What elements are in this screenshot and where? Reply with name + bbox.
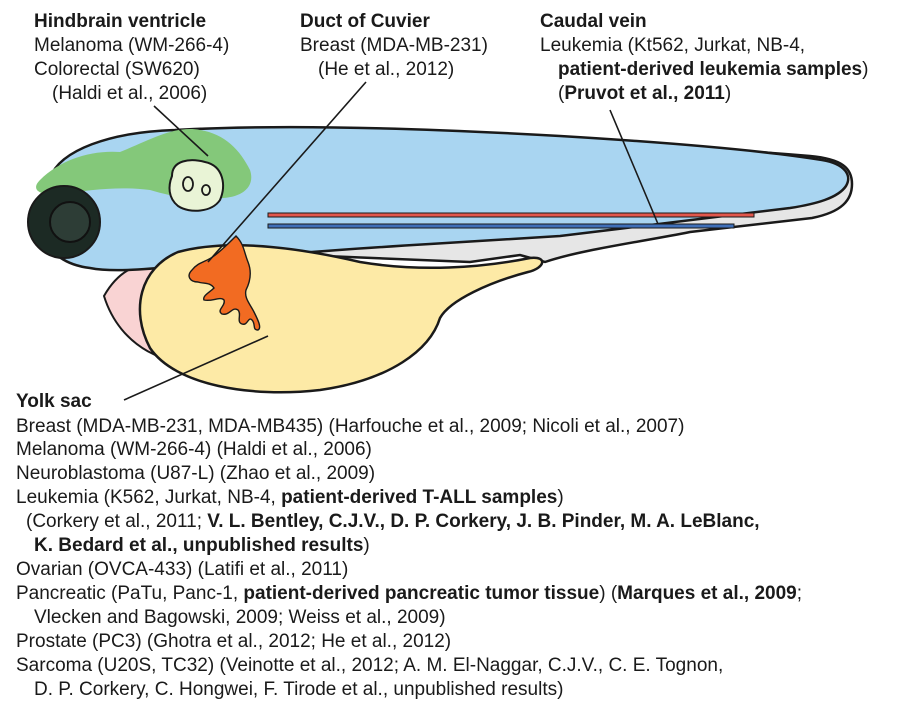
caudal-line-3: (Pruvot et al., 2011) xyxy=(558,82,731,105)
yolk-line-breast: Breast (MDA-MB-231, MDA-MB435) (Harfouch… xyxy=(16,415,684,438)
cuvier-title: Duct of Cuvier xyxy=(300,10,430,33)
yolk-line-leukemia-refs: (Corkery et al., 2011; V. L. Bentley, C.… xyxy=(26,510,760,533)
yolk-line-pancreatic-c: ) ( xyxy=(599,583,617,604)
caudal-vein xyxy=(268,224,734,228)
yolk-line-sarcoma-refs: D. P. Corkery, C. Hongwei, F. Tirode et … xyxy=(34,678,563,701)
yolk-line-leukemia-refs-2-end: ) xyxy=(363,535,369,556)
caudal-line-2-end: ) xyxy=(862,59,868,80)
yolk-line-ovarian: Ovarian (OVCA-433) (Latifi et al., 2011) xyxy=(16,558,348,581)
otic-vesicle xyxy=(170,160,224,211)
yolk-line-neuroblastoma: Neuroblastoma (U87-L) (Zhao et al., 2009… xyxy=(16,462,375,485)
hindbrain-title: Hindbrain ventricle xyxy=(34,10,206,33)
dorsal-aorta xyxy=(268,213,754,217)
caudal-line-3-close: ) xyxy=(725,83,731,104)
caudal-title: Caudal vein xyxy=(540,10,647,33)
yolk-line-prostate: Prostate (PC3) (Ghotra et al., 2012; He … xyxy=(16,630,451,653)
eye-lens xyxy=(50,202,90,242)
caudal-line-1: Leukemia (Kt562, Jurkat, NB-4, xyxy=(540,34,805,57)
yolk-title: Yolk sac xyxy=(16,390,92,413)
yolk-line-leukemia-c: ) xyxy=(557,487,563,508)
yolk-line-leukemia-a: Leukemia (K562, Jurkat, NB-4, xyxy=(16,487,281,508)
cuvier-line-1: Breast (MDA-MB-231) xyxy=(300,34,488,57)
yolk-line-leukemia-refs-2: K. Bedard et al., unpublished results) xyxy=(34,534,370,557)
yolk-line-leukemia-refs-bold: V. L. Bentley, C.J.V., D. P. Corkery, J.… xyxy=(207,511,759,532)
yolk-line-pancreatic-ref-bold: Marques et al., 2009 xyxy=(617,583,797,604)
yolk-line-pancreatic: Pancreatic (PaTu, Panc-1, patient-derive… xyxy=(16,582,802,605)
hindbrain-line-1: Melanoma (WM-266-4) xyxy=(34,34,229,57)
cuvier-line-2: (He et al., 2012) xyxy=(318,58,454,81)
caudal-line-3-bold: Pruvot et al., 2011 xyxy=(564,83,725,104)
yolk-line-leukemia-refs-2-bold: K. Bedard et al., unpublished results xyxy=(34,535,363,556)
yolk-line-pancreatic-bold: patient-derived pancreatic tumor tissue xyxy=(243,583,599,604)
yolk-line-leukemia-bold: patient-derived T-ALL samples xyxy=(281,487,557,508)
hindbrain-line-2: Colorectal (SW620) xyxy=(34,58,200,81)
caudal-line-2-bold: patient-derived leukemia samples xyxy=(558,59,862,80)
yolk-line-pancreatic-e: ; xyxy=(797,583,802,604)
yolk-line-pancreatic-a: Pancreatic (PaTu, Panc-1, xyxy=(16,583,243,604)
hindbrain-line-3: (Haldi et al., 2006) xyxy=(52,82,207,105)
yolk-line-sarcoma: Sarcoma (U20S, TC32) (Veinotte et al., 2… xyxy=(16,654,723,677)
yolk-line-melanoma: Melanoma (WM-266-4) (Haldi et al., 2006) xyxy=(16,438,372,461)
caudal-line-2: patient-derived leukemia samples) xyxy=(558,58,868,81)
yolk-line-pancreatic-refs: Vlecken and Bagowski, 2009; Weiss et al.… xyxy=(34,606,446,629)
yolk-line-leukemia-refs-a: (Corkery et al., 2011; xyxy=(26,511,207,532)
yolk-line-leukemia: Leukemia (K562, Jurkat, NB-4, patient-de… xyxy=(16,486,564,509)
